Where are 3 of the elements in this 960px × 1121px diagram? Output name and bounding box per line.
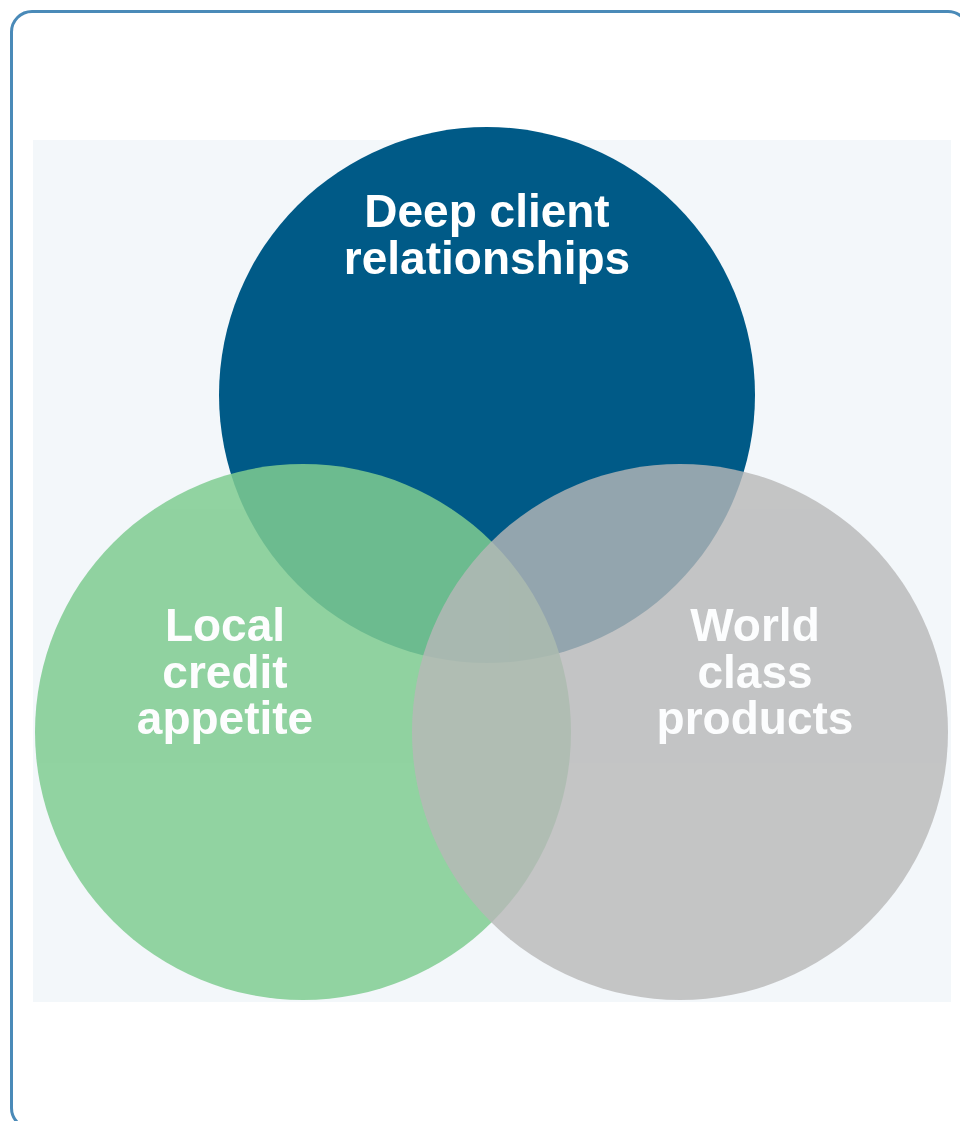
circle-label: Deep client relationships — [342, 188, 632, 282]
circle-label: World class products — [655, 601, 855, 743]
circle-label: Local credit appetite — [135, 601, 315, 743]
